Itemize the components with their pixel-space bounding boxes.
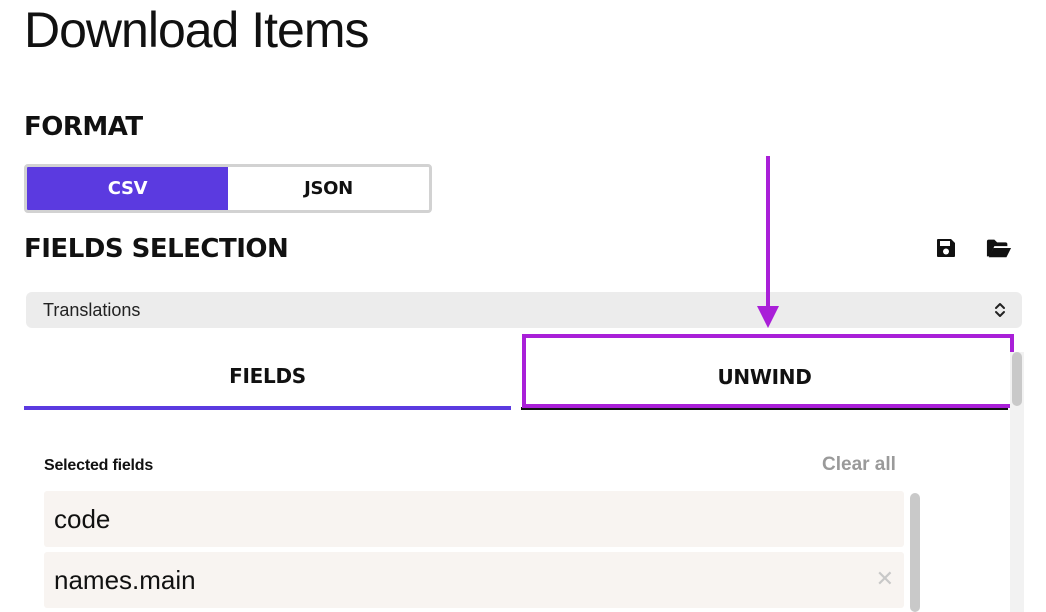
- fields-list-scrollbar-thumb[interactable]: [910, 493, 920, 612]
- selected-field-label: code: [54, 503, 111, 534]
- clear-all-button[interactable]: Clear all: [822, 454, 896, 475]
- page-title: Download Items: [24, 2, 369, 58]
- selected-field-item[interactable]: names.main ✕: [44, 552, 904, 608]
- fields-list-scrollbar[interactable]: [908, 491, 922, 612]
- fields-selection-title: FIELDS SELECTION: [24, 234, 289, 264]
- tab-unwind[interactable]: UNWIND: [521, 346, 1008, 410]
- save-icon[interactable]: [933, 236, 959, 260]
- folder-open-icon[interactable]: [986, 236, 1012, 260]
- format-toggle: CSV JSON: [24, 164, 432, 213]
- preset-select[interactable]: Translations: [26, 292, 1022, 328]
- selected-field-label: names.main: [54, 564, 196, 595]
- selected-field-item[interactable]: code: [44, 491, 904, 547]
- preset-select-value: Translations: [43, 299, 141, 320]
- panel-scrollbar-thumb[interactable]: [1012, 352, 1022, 406]
- selected-fields-label: Selected fields: [44, 457, 154, 474]
- tab-fields[interactable]: FIELDS: [24, 346, 511, 410]
- format-json-button[interactable]: JSON: [228, 167, 429, 210]
- updown-chevron-icon: [995, 303, 1005, 317]
- remove-field-icon[interactable]: ✕: [875, 566, 894, 591]
- format-section-title: FORMAT: [24, 112, 143, 142]
- format-csv-button[interactable]: CSV: [27, 167, 228, 210]
- panel-scrollbar[interactable]: [1010, 352, 1024, 612]
